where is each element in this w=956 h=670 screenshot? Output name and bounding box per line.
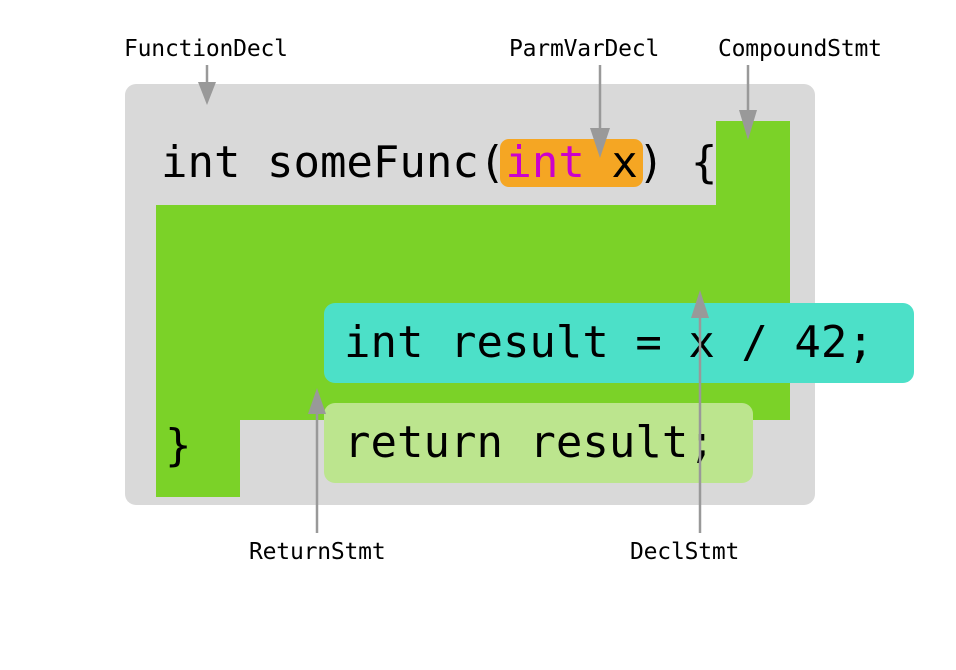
parmvardecl-pill: int x bbox=[500, 137, 643, 188]
returnstmt-region: return result; bbox=[324, 403, 753, 483]
label-parmvardecl: ParmVarDecl bbox=[509, 36, 660, 62]
compoundstmt-brace-region bbox=[716, 121, 790, 207]
code-line-signature: int someFunc(int x) { bbox=[161, 139, 717, 187]
declstmt-region: int result = x / 42; bbox=[324, 303, 914, 383]
signature-suffix-text: ) bbox=[637, 137, 665, 188]
label-returnstmt: ReturnStmt bbox=[249, 539, 386, 565]
signature-gap-text bbox=[664, 137, 691, 188]
code-line-close-brace: } bbox=[165, 420, 192, 471]
open-brace-text: { bbox=[690, 137, 718, 188]
param-keyword-text: int bbox=[505, 137, 585, 188]
signature-prefix-text: int someFunc( bbox=[161, 137, 506, 188]
returnstmt-text: return result; bbox=[344, 417, 715, 468]
label-declstmt: DeclStmt bbox=[630, 539, 740, 565]
declstmt-text: int result = x / 42; bbox=[344, 317, 874, 368]
param-name-text: x bbox=[611, 137, 638, 188]
label-compoundstmt: CompoundStmt bbox=[718, 36, 882, 62]
label-functiondecl: FunctionDecl bbox=[124, 36, 288, 62]
compoundstmt-close-region bbox=[156, 420, 240, 497]
param-space-text bbox=[585, 137, 612, 188]
functiondecl-region: int someFunc(int x) { int result = x / 4… bbox=[125, 84, 914, 505]
